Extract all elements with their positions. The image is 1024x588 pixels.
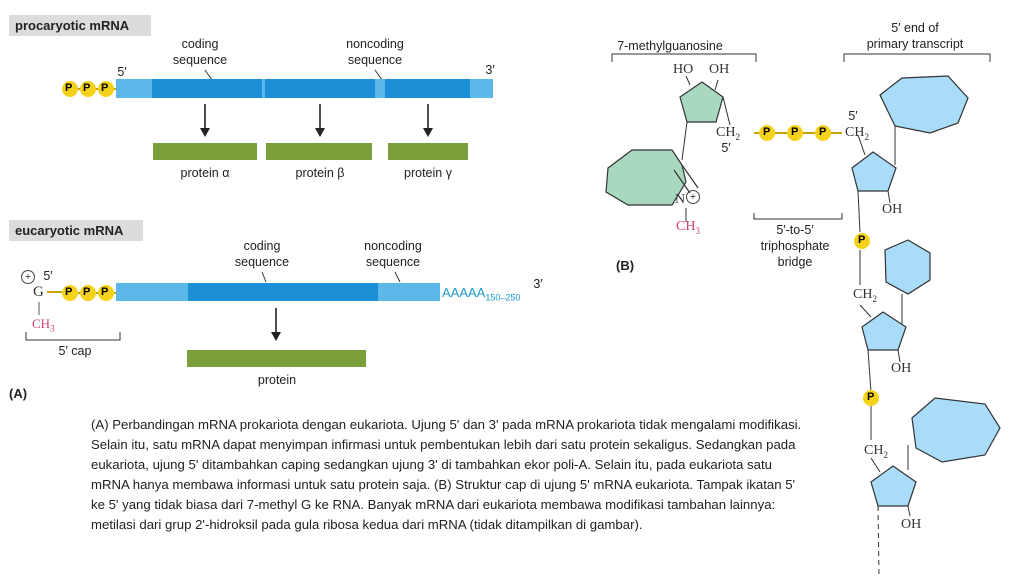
primary-transcript-label: 5′ end of primary transcript — [866, 21, 964, 51]
euk-3prime: 3′ — [533, 277, 543, 291]
bridge-phosphate-3: P — [819, 126, 827, 138]
rna-ch2-3: CH2 — [864, 443, 888, 460]
ribose-3 — [870, 465, 917, 507]
base-2 — [884, 239, 931, 295]
chain-phosphate-1: P — [858, 234, 866, 246]
cap-methyl-ch: CH — [32, 316, 51, 331]
guanosine-5prime: 5′ — [721, 141, 731, 155]
rna-ch2-2: CH2 — [853, 287, 877, 304]
guanine-ch3-ch: CH — [676, 219, 696, 234]
procaryotic-tag: procaryotic mRNA — [9, 15, 151, 36]
rna-ch2-1-sub: 2 — [864, 131, 869, 142]
rna-ch2-2-ch: CH — [853, 287, 873, 302]
prok-noncoding-leader — [374, 69, 383, 81]
ribose-1 — [851, 151, 897, 192]
ribose-2-oh: OH — [891, 361, 912, 376]
bridge-label: 5′-to-5′ triphosphate bridge — [760, 223, 830, 269]
rna-ch2-1-ch: CH — [845, 125, 865, 140]
guanine-ch3-sub: 3 — [695, 225, 700, 236]
euk-noncoding-leader — [394, 271, 401, 283]
protein-beta-bar — [266, 143, 372, 160]
prok-noncoding-label: noncoding sequence — [346, 37, 404, 67]
prok-coding-leader — [204, 69, 213, 81]
rna-ch2-1: CH2 — [845, 125, 869, 142]
euk-phosphate-1: P — [65, 286, 73, 298]
rna-5prime: 5′ — [848, 109, 858, 123]
cap-plus-circle: + — [21, 270, 35, 284]
euk-phosphate-2: P — [83, 286, 91, 298]
ribose-2 — [861, 311, 907, 351]
phosphate-b1 — [854, 233, 870, 249]
polya-text: AAAAA — [442, 285, 486, 300]
cap-structure-diagram — [605, 53, 1001, 579]
bridge-phosphate-2: P — [791, 126, 799, 138]
ribose-1-oh: OH — [882, 202, 903, 217]
prok-coding-segment-2 — [265, 79, 375, 98]
guanine-ch3: CH3 — [676, 219, 700, 236]
primary-transcript-bracket — [843, 53, 991, 62]
guanosine-ch2-sub: 2 — [735, 131, 740, 142]
prok-3prime: 3′ — [485, 63, 495, 77]
prok-mrna-diagram — [116, 69, 493, 160]
prok-5prime: 5′ — [117, 65, 127, 79]
protein-alpha-bar — [153, 143, 257, 160]
panel-a-label: (A) — [9, 386, 28, 401]
euk-coding-segment — [188, 283, 378, 301]
guanine-plus: + — [686, 190, 700, 204]
prok-phosphate-2: P — [83, 82, 91, 94]
figure-caption: (A) Perbandingan mRNA prokariota dengan … — [91, 417, 802, 532]
guanosine-ch2-ch: CH — [716, 125, 736, 140]
guanosine-oh: OH — [709, 62, 730, 77]
chain-continuation — [877, 505, 880, 579]
phosphate-b2 — [863, 390, 879, 406]
base-3 — [911, 397, 1001, 463]
euk-phosphate-group: P P P — [60, 284, 120, 302]
prok-phosphate-1: P — [65, 82, 73, 94]
methylguanosine-bracket — [611, 53, 757, 62]
bridge-phosphate-1: P — [763, 126, 771, 138]
guanosine-ch2: CH2 — [716, 125, 740, 142]
prok-coding-segment-3 — [385, 79, 470, 98]
guanine-n: N — [675, 192, 686, 207]
protein-alpha-label: protein α — [180, 166, 230, 180]
cap-guanine-g: G — [33, 284, 44, 300]
prok-phosphate-group: P P P — [60, 80, 120, 98]
prok-coding-segment-1 — [152, 79, 262, 98]
polya-length: 150–250 — [485, 292, 521, 303]
methylguanosine-label: 7-methylguanosine — [617, 39, 723, 53]
chain-phosphate-2: P — [867, 391, 875, 403]
rna-ch2-2-sub: 2 — [872, 293, 877, 304]
cap-methyl-sub: 3 — [50, 323, 55, 334]
eucaryotic-tag: eucaryotic mRNA — [9, 220, 143, 241]
polya-tail: AAAAA150–250 — [442, 285, 520, 303]
guanine-base — [605, 149, 687, 206]
protein-gamma-bar — [388, 143, 468, 160]
euk-coding-label: coding sequence — [234, 239, 290, 269]
euk-mrna-diagram — [25, 271, 440, 367]
ribose-3-oh: OH — [901, 517, 922, 532]
cap-label: 5′ cap — [58, 344, 92, 358]
cap-bracket — [25, 332, 121, 341]
prok-phosphate-3: P — [101, 82, 109, 94]
euk-phosphate-3: P — [101, 286, 109, 298]
euk-noncoding-label: noncoding sequence — [364, 239, 422, 269]
euk-protein-label: protein — [257, 373, 297, 387]
guanosine-ho: HO — [673, 62, 694, 77]
euk-5prime: 5′ — [43, 269, 53, 283]
euk-protein-bar — [187, 350, 366, 367]
prok-coding-label: coding sequence — [172, 37, 228, 67]
euk-coding-leader — [261, 271, 267, 283]
protein-beta-label: protein β — [295, 166, 345, 180]
guanosine-ribose — [679, 81, 724, 123]
base-1 — [879, 75, 969, 134]
bridge-bracket — [753, 213, 843, 220]
rna-ch2-3-ch: CH — [864, 443, 884, 458]
panel-b-label: (B) — [616, 258, 635, 273]
protein-gamma-label: protein γ — [404, 166, 452, 180]
rna-ch2-3-sub: 2 — [883, 449, 888, 460]
cap-methyl: CH3 — [32, 316, 55, 334]
